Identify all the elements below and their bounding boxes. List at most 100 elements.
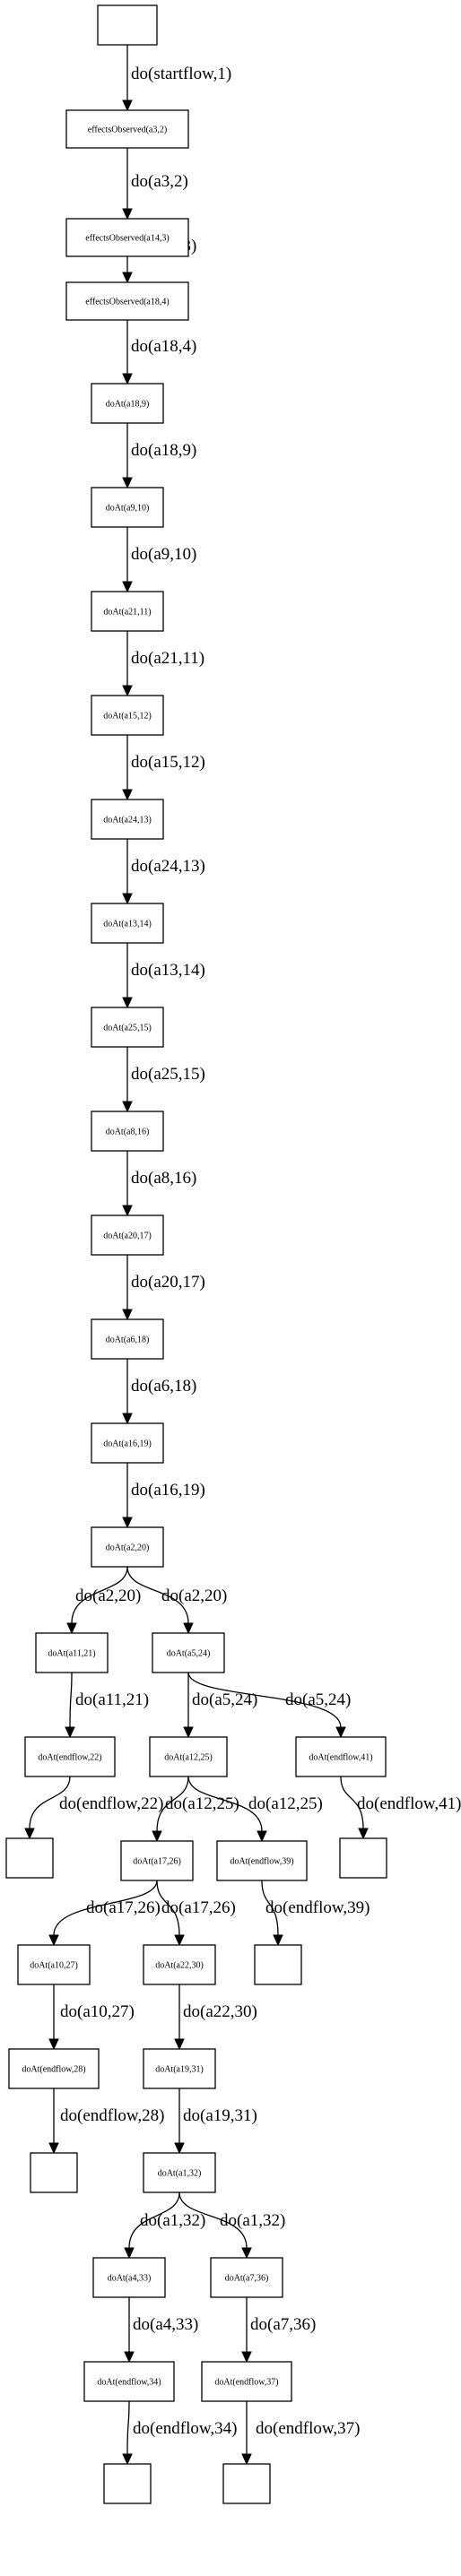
node-box-n6	[91, 591, 164, 632]
node-box-n20	[295, 1736, 387, 1777]
edge-label-e31: do(a19,31)	[183, 2106, 257, 2125]
edge-line-e27	[261, 1880, 279, 1936]
edge-label-e13: do(a20,17)	[131, 1273, 205, 1292]
edge-line-e36	[126, 2400, 130, 2455]
node-box-n26	[143, 1944, 216, 1985]
edge-label-e11: do(a25,15)	[131, 1065, 205, 1084]
edge-label-e26: do(a17,26)	[161, 1898, 236, 1917]
edge-line-e33	[178, 2191, 248, 2249]
edge-line-e21	[29, 1776, 71, 1829]
edge-label-e20: do(a5,24)	[285, 1690, 351, 1709]
edge-arrowhead-e24	[358, 1828, 369, 1840]
edge-line-e24	[340, 1776, 364, 1829]
edge-line-e20	[187, 1672, 342, 1728]
edge-label-e37: do(endflow,37)	[256, 2419, 360, 2438]
node-label-n20: doAt(endflow,41)	[309, 1753, 372, 1763]
edge-label-e16: do(a2,20)	[75, 1586, 141, 1605]
node-box-n4	[91, 383, 164, 424]
edge-arrowhead-e8	[122, 789, 133, 801]
node-label-n8: doAt(a24,13)	[103, 816, 152, 826]
edge-label-e35: do(a7,36)	[250, 2315, 316, 2334]
edge-label-e25: do(a17,26)	[86, 1898, 161, 1917]
node-label-n29: doAt(a19,31)	[155, 2065, 204, 2075]
edge-arrowhead-e25	[48, 1934, 59, 1947]
node-label-n22: doAt(a17,26)	[133, 1857, 181, 1867]
edge-arrowhead-e22	[152, 1830, 162, 1843]
edge-line-e25	[53, 1880, 158, 1936]
edge-label-e7: do(a21,11)	[131, 649, 204, 668]
edge-arrowhead-e28	[48, 2038, 59, 2051]
edge-arrowhead-e26	[174, 1934, 185, 1947]
edge-arrowhead-e11	[122, 1101, 133, 1113]
edge-label-e21: do(endflow,22)	[59, 1794, 163, 1813]
node-box-start	[97, 4, 158, 46]
edge-arrowhead-e9	[122, 893, 133, 905]
edge-arrowhead-e30	[48, 2142, 59, 2155]
edge-label-e32: do(a1,32)	[140, 2211, 205, 2230]
edge-line-e18	[69, 1672, 73, 1728]
edge-arrowhead-e18	[65, 1726, 75, 1739]
edge-label-e33: do(a1,32)	[220, 2211, 285, 2230]
node-box-n18	[24, 1736, 116, 1777]
node-box-n30	[30, 2152, 78, 2193]
edge-label-e8: do(a15,12)	[131, 753, 205, 772]
edge-line-e32	[128, 2191, 180, 2249]
node-label-n10: doAt(a25,15)	[103, 1024, 152, 1033]
edge-arrowhead-e37	[241, 2453, 252, 2466]
edge-arrowhead-e10	[122, 997, 133, 1009]
node-label-n11: doAt(a8,16)	[106, 1128, 150, 1137]
node-box-n28	[8, 2048, 100, 2089]
node-box-n3	[65, 281, 189, 321]
edge-label-e15: do(a16,19)	[131, 1481, 205, 1500]
node-box-n12	[91, 1215, 164, 1256]
edge-label-e17: do(a2,20)	[161, 1586, 227, 1605]
node-box-n17	[152, 1632, 225, 1673]
node-box-n22	[120, 1840, 194, 1881]
node-label-n2: effectsObserved(a14,3)	[85, 234, 169, 244]
node-box-n24	[339, 1837, 387, 1879]
edge-line-e26	[156, 1880, 180, 1936]
edge-arrowhead-e15	[122, 1517, 133, 1529]
node-box-n13	[91, 1318, 164, 1360]
edge-label-e1: do(startflow,1)	[131, 65, 231, 83]
node-box-n34	[83, 2361, 175, 2402]
node-label-n31: doAt(a1,32)	[158, 2169, 202, 2179]
node-box-n11	[91, 1111, 164, 1152]
node-label-n5: doAt(a9,10)	[106, 504, 150, 514]
edge-arrowhead-e2	[122, 208, 133, 220]
edge-arrowhead-e32	[124, 2247, 135, 2260]
edge-arrowhead-e13	[122, 1309, 133, 1321]
edge-arrowhead-e33	[241, 2247, 252, 2260]
edge-label-e12: do(a8,16)	[131, 1169, 196, 1188]
edge-arrowhead-e21	[24, 1828, 35, 1840]
node-box-n2	[65, 218, 189, 257]
edge-arrowhead-e7	[122, 685, 133, 697]
node-box-n33	[210, 2257, 283, 2298]
edge-arrowhead-e1	[122, 99, 133, 112]
node-label-n14: doAt(a16,19)	[103, 1439, 152, 1449]
node-box-n1	[65, 109, 189, 149]
edge-arrowhead-e12	[122, 1205, 133, 1217]
node-label-n17: doAt(a5,24)	[167, 1649, 211, 1659]
edge-arrowhead-e3	[122, 272, 133, 284]
edge-label-e14: do(a6,18)	[131, 1377, 196, 1396]
edge-line-e17	[126, 1566, 189, 1624]
node-label-n35: doAt(endflow,37)	[214, 2378, 278, 2388]
edge-label-e28: do(a10,27)	[60, 2002, 135, 2021]
node-label-n15: doAt(a2,20)	[106, 1543, 150, 1553]
node-label-n4: doAt(a18,9)	[106, 400, 150, 410]
edge-arrowhead-e29	[174, 2038, 185, 2051]
edge-arrowhead-e6	[122, 581, 133, 593]
node-label-n12: doAt(a20,17)	[103, 1232, 152, 1241]
edge-arrowhead-e23	[257, 1830, 267, 1843]
edge-arrowhead-e20	[335, 1726, 346, 1739]
node-label-n33: doAt(a7,36)	[225, 2274, 269, 2284]
node-label-n19: doAt(a12,25)	[164, 1753, 213, 1763]
edge-label-e2: do(a3,2)	[131, 172, 188, 191]
node-box-n32	[92, 2257, 166, 2298]
edge-label-e4: do(a18,4)	[131, 337, 196, 356]
node-box-n21	[5, 1837, 54, 1879]
edge-label-e5: do(a18,9)	[131, 441, 196, 460]
edge-arrowhead-e31	[174, 2142, 185, 2155]
